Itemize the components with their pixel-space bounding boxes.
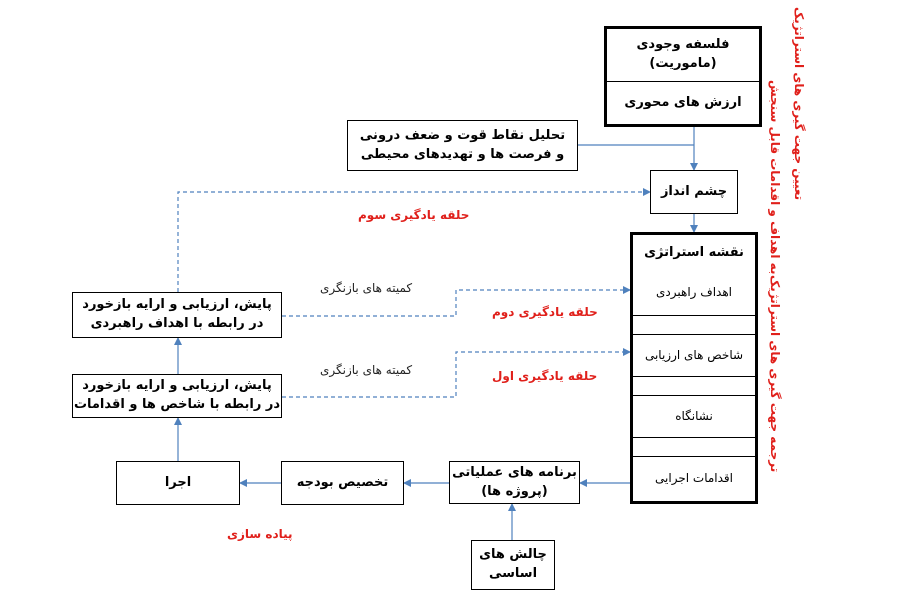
- swot-line-1: تحلیل نقاط قوت و ضعف درونی: [359, 127, 566, 143]
- swot-line-2: و فرصت ها و تهدیدهای محیطی: [360, 146, 565, 162]
- strategy-map-box: نقشه استراتژی اهداف راهبردی شاخص های ارز…: [630, 232, 758, 504]
- initiatives-text: اقدامات اجرایی: [655, 471, 733, 486]
- challenges-line-2: اساسی: [488, 566, 538, 581]
- committee-top-label: کمیته های بازنگری: [320, 281, 413, 295]
- vision-box: چشم انداز: [650, 170, 738, 214]
- ops-line-1: برنامه های عملیاتی: [452, 464, 577, 480]
- mission-text: فلسفه وجودی (ماموریت): [636, 37, 730, 71]
- execution-box: اجرا: [116, 461, 240, 505]
- side-label-translation-line-2: به اهداف و اقدامات قابل سنجش: [768, 80, 782, 275]
- loop3-label: حلقه یادگیری سوم: [358, 208, 470, 222]
- targets-text: نشانگاه: [675, 409, 713, 424]
- challenges-box: چالش های اساسی: [471, 540, 555, 590]
- ops-line-2: (پروژه ها): [481, 483, 548, 499]
- loop2-dashed-path: [282, 286, 631, 317]
- implementation-label: پیاده سازی: [227, 527, 293, 541]
- monitor-goals-line-2: در رابطه با اهداف راهبردی: [90, 316, 264, 331]
- monitor-indicators-box: پایش، ارزیابی و ارایه بازخورد در رابطه ب…: [72, 374, 282, 418]
- indicators-text: شاخص های ارزیابی: [644, 348, 744, 363]
- committee-bottom-label: کمیته های بازنگری: [320, 363, 413, 377]
- strategy-map-title: نقشه استراتژی: [644, 244, 744, 260]
- monitor-ind-line-1: پایش، ارزیابی و ارایه بازخورد: [82, 378, 272, 394]
- side-label-translation: ترجمه جهت گیری های استراتژیک به اهداف و …: [768, 80, 782, 472]
- side-label-translation-line-1: ترجمه جهت گیری های استراتژیک: [768, 274, 782, 472]
- budget-box: تخصیص بودجه: [281, 461, 404, 505]
- core-values-text: ارزش های محوری: [624, 94, 742, 110]
- strategic-goals-text: اهداف راهبردی: [656, 285, 732, 300]
- mission-values-box: فلسفه وجودی (ماموریت) ارزش های محوری: [604, 26, 762, 127]
- monitor-goals-line-1: پایش، ارزیابی و ارایه بازخورد: [82, 297, 272, 313]
- challenges-line-1: چالش های: [479, 547, 547, 563]
- loop3-dashed-path: [177, 188, 651, 292]
- monitor-ind-line-2: در رابطه با شاخص ها و اقدامات: [73, 397, 281, 412]
- loop1-dashed-path: [282, 348, 631, 398]
- operational-programs-box: برنامه های عملیاتی (پروژه ها): [449, 461, 580, 504]
- loop2-label: حلقه یادگیری دوم: [492, 305, 598, 319]
- swot-box: تحلیل نقاط قوت و ضعف درونی و فرصت ها و ت…: [347, 120, 578, 171]
- side-label-strategic-direction: تعیین جهت گیری های استراتژیک: [792, 6, 806, 200]
- vision-text: چشم انداز: [660, 183, 728, 199]
- budget-text: تخصیص بودجه: [296, 474, 389, 490]
- execution-text: اجرا: [164, 474, 192, 490]
- loop1-label: حلقه یادگیری اول: [492, 369, 598, 383]
- monitor-goals-box: پایش، ارزیابی و ارایه بازخورد در رابطه ب…: [72, 292, 282, 338]
